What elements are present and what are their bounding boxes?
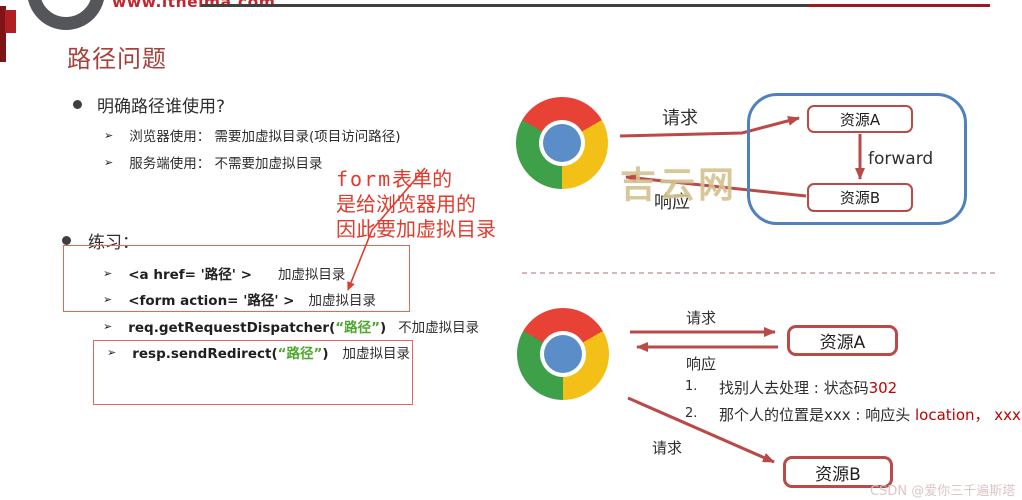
page-title: 路径问题 [67,45,167,73]
practice-item: ➢ resp.sendRedirect(“路径”) 加虚拟目录 [107,342,411,363]
bullet-dot [62,236,71,245]
resource-b-box: 资源B [807,183,913,212]
annotation-line: form表单的 [336,167,496,192]
step-text: 找别人去处理 : 状态码302 [719,377,897,398]
note-text: 加虚拟目录 [342,346,411,362]
forward-label: forward [868,149,934,169]
practice-item: ➢ <a href= '路径' > 加虚拟目录 [103,263,346,284]
header-divider-gray [201,4,808,7]
note-text: 加虚拟目录 [277,267,346,283]
step-text: 那个人的位置是xxx : 响应头 location， xxx [719,404,1021,425]
triangle-bullet-icon: ➢ [103,266,113,280]
step-text-highlight: 302 [868,379,898,397]
code-path: “路径” [277,346,323,362]
code-text: <a href= '路径' > [128,267,252,283]
redirect-step: 2. 那个人的位置是xxx : 响应头 location， xxx [685,404,1021,425]
response-label: 响应 [686,355,717,373]
annotation-text: 表单的 [392,167,453,191]
section1-item: ➢ 服务端使用： 不需要加虚拟目录 [104,152,323,173]
section1-item-text: 服务端使用： 不需要加虚拟目录 [129,156,323,172]
annotation-code-word: form [336,167,393,191]
left-edge-accent [5,10,16,33]
code-pre: resp.sendRedirect( [132,346,278,362]
request-label: 请求 [662,108,698,129]
code-path: “路径” [335,320,381,336]
triangle-bullet-icon: ➢ [104,128,114,142]
code-pre: req.getRequestDispatcher( [128,320,336,336]
csdn-watermark: CSDN @爱你三千遍斯塔克 [870,484,1016,499]
left-edge-bar [0,6,6,62]
step-text-main: 那个人的位置是xxx : 响应头 [719,406,915,424]
resource-b-box: 资源B [783,456,893,488]
highlight-rect-redirect [93,340,413,405]
code-post: ) [322,346,329,362]
chrome-browser-icon [516,97,608,189]
request-label: 请求 [686,309,717,327]
code-text: resp.sendRedirect(“路径”) [132,342,328,362]
triangle-bullet-icon: ➢ [103,319,113,333]
practice-item: ➢ req.getRequestDispatcher(“路径”) 不加虚拟目录 [103,316,480,337]
annotation-line: 是给浏览器用的 [336,192,476,216]
response-label: 响应 [654,192,690,213]
code-post: ) [380,320,387,336]
watermark-jiyunwang: 吉云网 [620,165,738,206]
annotation-line: 因此要加虚拟目录 [336,217,496,241]
request-label-2: 请求 [652,439,683,457]
triangle-bullet-icon: ➢ [104,155,114,169]
note-text: 加虚拟目录 [308,293,376,309]
section2-heading: 练习： [88,233,139,253]
resource-a-box: 资源A [787,325,898,356]
itheima-logo-icon [27,0,105,30]
triangle-bullet-icon: ➢ [107,345,117,359]
step-text-main: 找别人去处理 : 状态码 [719,379,869,397]
section1-item-text: 浏览器使用： 需要加虚拟目录(项目访问路径) [129,129,401,145]
site-url: www.itheima.com [112,0,276,11]
note-text: 不加虚拟目录 [398,320,480,336]
code-text: req.getRequestDispatcher(“路径”) [128,316,386,336]
section1-item: ➢ 浏览器使用： 需要加虚拟目录(项目访问路径) [104,125,401,146]
step-number: 2. [685,406,698,421]
resource-a-box: 资源A [807,105,913,133]
header-divider-red [808,4,990,7]
triangle-bullet-icon: ➢ [103,292,113,306]
step-number: 1. [685,379,698,394]
section1-heading: 明确路径谁使用? [97,97,226,117]
bullet-dot [73,100,82,109]
chrome-browser-icon [517,308,609,400]
practice-item: ➢ <form action= '路径' > 加虚拟目录 [103,289,376,310]
redirect-step: 1. 找别人去处理 : 状态码302 [685,377,897,398]
annotation-note: form表单的 是给浏览器用的 因此要加虚拟目录 [336,167,496,242]
step-text-highlight: location， xxx [915,406,1021,424]
code-text: <form action= '路径' > [128,293,295,309]
server-container-box [747,93,967,225]
